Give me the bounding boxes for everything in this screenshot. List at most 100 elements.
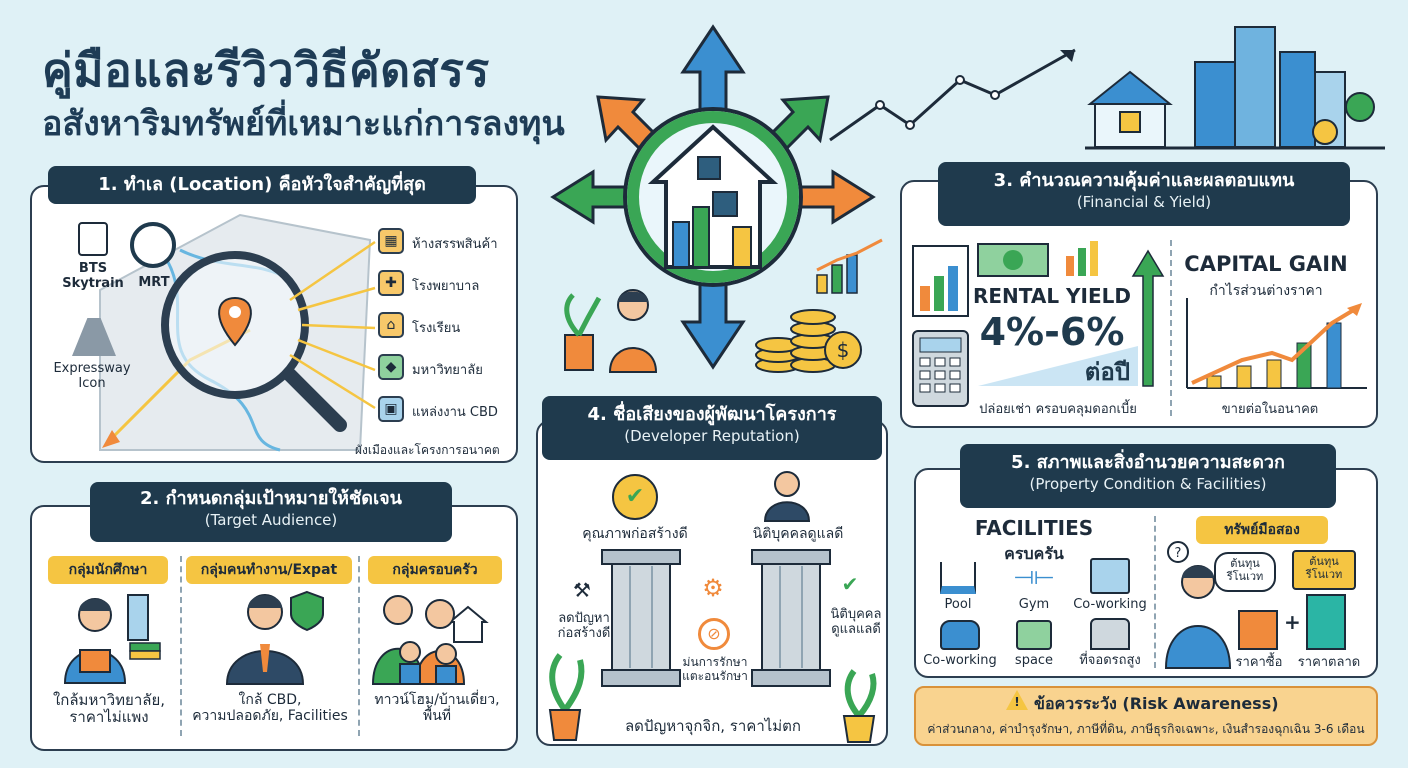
facility-parking: ที่จอดรถสูง bbox=[1079, 653, 1141, 668]
section4-subtitle: (Developer Reputation) bbox=[624, 426, 800, 445]
section2-title: 2. กำหนดกลุ่มเป้าหมายให้ชัดเจน bbox=[140, 488, 402, 509]
reduce-issues-label: ลดปัญหา ก่อสร้างดี bbox=[557, 611, 611, 641]
place-mall: ห้างสรรพสินค้า bbox=[412, 237, 498, 252]
family-caption: ทาวน์โฮม/บ้านเดี่ยว, พื้นที่ bbox=[374, 692, 500, 725]
divider bbox=[358, 556, 360, 736]
section5-subtitle: (Property Condition & Facilities) bbox=[1029, 474, 1267, 493]
place-hospital: โรงพยาบาล bbox=[412, 279, 480, 294]
capital-gain-caption: ขายต่อในอนาคต bbox=[1221, 402, 1319, 417]
risk-box bbox=[914, 686, 1378, 746]
parking-icon bbox=[1090, 618, 1130, 650]
central-house-icon bbox=[550, 24, 876, 370]
facilities-subtitle: ครบครัน bbox=[1004, 544, 1064, 563]
family-icon bbox=[371, 595, 489, 685]
rental-yield-illustration bbox=[912, 241, 1165, 407]
expressway-label: Expressway Icon bbox=[53, 361, 131, 391]
secondhand-tag: ทรัพย์มือสอง bbox=[1196, 516, 1328, 544]
developer-footer: ลดปัญหาจุกจิก, ราคาไม่ตก bbox=[624, 717, 801, 735]
tag-workers: กลุ่มคนทำงาน/Expat bbox=[186, 556, 352, 584]
growth-trend-icon bbox=[829, 48, 1076, 142]
manager-icon bbox=[763, 471, 811, 522]
coworking-space-icon bbox=[1016, 620, 1052, 650]
desk-icon bbox=[1090, 558, 1130, 594]
tools-icon: ⚒ bbox=[573, 578, 591, 602]
briefcase-icon: ▣ bbox=[378, 396, 404, 422]
car-icon bbox=[940, 620, 980, 650]
thinking-person-icon: ? bbox=[1164, 541, 1232, 669]
section3-subtitle: (Financial & Yield) bbox=[1076, 192, 1212, 211]
place-cbd: แหล่งงาน CBD bbox=[412, 405, 498, 420]
juristic-label: นิติบุคคล ดูแลแลดี bbox=[830, 607, 882, 637]
mini-chart-icon bbox=[816, 238, 883, 294]
future-plan-label: ผังเมืองและโครงการอนาคต bbox=[355, 443, 500, 457]
bts-icon bbox=[78, 222, 108, 256]
rental-yield-title: RENTAL YIELD bbox=[972, 284, 1131, 308]
care-hands-icon: ✔ bbox=[841, 572, 859, 596]
renovation-bubble-2: ต้นทุน รีโนเวท bbox=[1292, 550, 1356, 590]
plant-icon bbox=[842, 669, 877, 743]
bts-label: BTS Skytrain bbox=[62, 261, 124, 291]
svg-text:?: ? bbox=[1175, 546, 1182, 561]
workers-caption: ใกล้ CBD, ความปลอดภัย, Facilities bbox=[192, 692, 348, 725]
facility-coworking-2: Co-working bbox=[923, 653, 997, 668]
maintenance-label: ม่นการรักษา แตะอนรักษา bbox=[682, 655, 748, 683]
section1-header: 1. ทำเล (Location) คือหัวใจสำคัญที่สุด bbox=[48, 166, 476, 204]
divider bbox=[180, 556, 182, 736]
divider bbox=[1154, 516, 1156, 668]
tag-family: กลุ่มครอบครัว bbox=[368, 556, 502, 584]
risk-title: ข้อควรระวัง (Risk Awareness) bbox=[1034, 694, 1279, 713]
tag-students: กลุ่มนักศึกษา bbox=[48, 556, 168, 584]
divider bbox=[1170, 240, 1172, 416]
market-price-block bbox=[1306, 594, 1346, 650]
buy-price-label: ราคาซื้อ bbox=[1235, 655, 1283, 670]
page-subtitle: อสังหาริมทรัพย์ที่เหมาะแก่การลงทุน bbox=[42, 104, 565, 144]
pool-icon bbox=[940, 562, 976, 594]
city-map-icon bbox=[99, 213, 376, 452]
section4-header: 4. ชื่อเสียงของผู้พัฒนาโครงการ (Develope… bbox=[542, 396, 882, 460]
section2-header: 2. กำหนดกลุ่มเป้าหมายให้ชัดเจน (Target A… bbox=[90, 482, 452, 542]
rental-yield-unit: ต่อปี bbox=[1084, 358, 1130, 386]
quality-label: คุณภาพก่อสร้างดี bbox=[582, 526, 688, 542]
section4-title: 4. ชื่อเสียงของผู้พัฒนาโครงการ bbox=[587, 404, 837, 425]
section-developer bbox=[536, 420, 888, 746]
coin-stack-icon: $ bbox=[755, 309, 862, 373]
pillar-right-icon bbox=[751, 549, 831, 687]
svg-text:$: $ bbox=[837, 338, 850, 362]
office-worker-icon bbox=[225, 590, 324, 685]
gear-icon: ⚙ bbox=[702, 574, 724, 602]
place-university: มหาวิทยาลัย bbox=[412, 363, 483, 378]
facility-pool: Pool bbox=[944, 597, 972, 612]
section3-header: 3. คำนวณความคุ้มค่าและผลตอบแทน (Financia… bbox=[938, 162, 1350, 226]
mrt-label: MRT bbox=[138, 275, 170, 290]
plus-sign: + bbox=[1284, 610, 1301, 634]
risk-text: ค่าส่วนกลาง, ค่าบำรุงรักษา, ภาษีที่ดิน, … bbox=[927, 722, 1365, 736]
facilities-title: FACILITIES bbox=[974, 516, 1094, 540]
school-icon: ⌂ bbox=[378, 312, 404, 338]
section5-title: 5. สภาพและสิ่งอำนวยความสะดวก bbox=[1011, 452, 1285, 473]
capital-gain-title: CAPITAL GAIN bbox=[1184, 252, 1348, 276]
hospital-icon: ✚ bbox=[378, 270, 404, 296]
place-school: โรงเรียน bbox=[412, 321, 461, 336]
renovation-bubble-1: ต้นทุน รีโนเวท bbox=[1214, 552, 1276, 592]
market-price-label: ราคาตลาด bbox=[1297, 655, 1361, 670]
mall-icon: ▦ bbox=[378, 228, 404, 254]
rental-yield-caption: ปล่อยเช่า ครอบคลุมดอกเบี้ย bbox=[979, 402, 1137, 417]
quality-badge-icon: ✔ bbox=[612, 474, 658, 520]
rental-yield-value: 4%-6% bbox=[979, 310, 1125, 354]
no-problem-icon: ⊘ bbox=[698, 618, 730, 650]
facility-gym: Gym bbox=[1018, 597, 1050, 612]
section2-subtitle: (Target Audience) bbox=[204, 510, 338, 529]
section5-header: 5. สภาพและสิ่งอำนวยความสะดวก (Property C… bbox=[960, 444, 1336, 508]
plant-icon bbox=[548, 653, 585, 741]
page-title: คู่มือและรีวิววิธีคัดสรร bbox=[42, 43, 490, 97]
facility-coworking: Co-working bbox=[1073, 597, 1147, 612]
mrt-icon bbox=[130, 222, 176, 268]
capital-gain-subtitle: กำไรส่วนต่างราคา bbox=[1209, 283, 1323, 299]
section3-title: 3. คำนวณความคุ้มค่าและผลตอบแทน bbox=[993, 170, 1295, 191]
management-label: นิติบุคคลดูแลดี bbox=[752, 526, 844, 542]
city-skyline-icon bbox=[1085, 26, 1385, 150]
students-caption: ใกล้มหาวิทยาลัย, ราคาไม่แพง bbox=[52, 691, 166, 727]
graduation-cap-icon: ◆ bbox=[378, 354, 404, 380]
dumbbell-icon: ⟞⟝ bbox=[1014, 562, 1054, 590]
investor-person-icon bbox=[564, 289, 658, 373]
